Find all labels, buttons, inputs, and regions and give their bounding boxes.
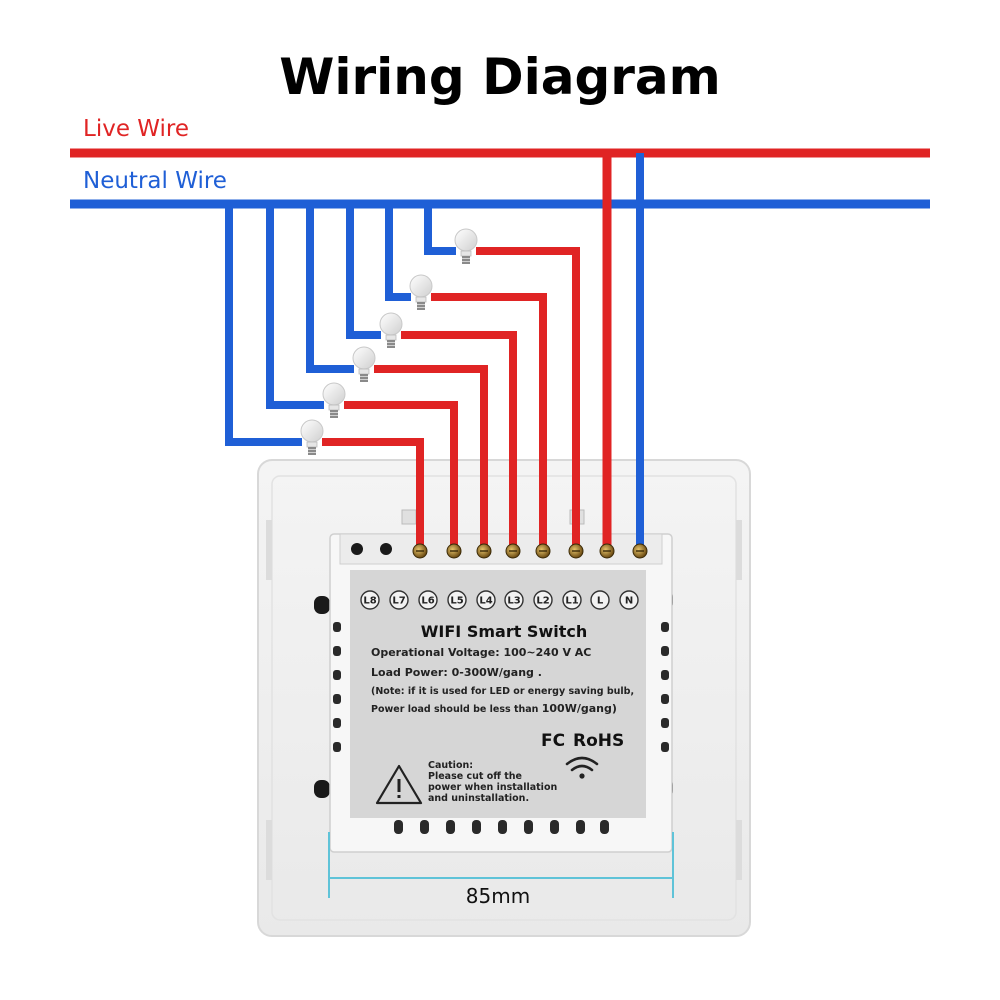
terminal-label-l3: L3 bbox=[504, 590, 524, 610]
neutral-wire-label: Neutral Wire bbox=[83, 168, 227, 194]
terminal-screw bbox=[505, 543, 521, 559]
dimension-label: 85mm bbox=[466, 884, 530, 908]
load-circuit bbox=[424, 204, 580, 548]
light-bulb-icon bbox=[379, 312, 403, 348]
terminal-text: N bbox=[625, 596, 633, 607]
width-dimension: 85mm bbox=[328, 832, 674, 908]
terminal-text: L5 bbox=[450, 596, 463, 607]
terminal-screw bbox=[476, 543, 492, 559]
caution-title: Caution: bbox=[428, 760, 473, 771]
load-circuit bbox=[306, 204, 488, 548]
light-bulb-icon bbox=[300, 419, 324, 455]
rohs-mark: RoHS bbox=[573, 731, 624, 751]
caution-line-2: power when installation bbox=[428, 782, 557, 793]
terminal-label-l5: L5 bbox=[447, 590, 467, 610]
live-wire-label: Live Wire bbox=[83, 116, 189, 142]
caution-line-3: and uninstallation. bbox=[428, 793, 529, 804]
terminal-screw bbox=[412, 543, 428, 559]
terminal-labels: L8 L7 L6 L5 L4 L3 L2 L1 L N bbox=[360, 590, 639, 610]
load-circuits bbox=[225, 204, 580, 548]
load-spec: Load Power: 0-300W/gang . bbox=[371, 666, 542, 679]
terminal-text: L2 bbox=[536, 596, 549, 607]
terminal-label-l8: L8 bbox=[360, 590, 380, 610]
terminal-screw bbox=[535, 543, 551, 559]
terminal-screw bbox=[632, 543, 648, 559]
terminal-label-l7: L7 bbox=[389, 590, 409, 610]
terminal-label-n: N bbox=[619, 590, 639, 610]
terminal-label-l: L bbox=[590, 590, 610, 610]
note-line-2: Power load should be less than 100W/gang… bbox=[371, 702, 617, 715]
terminal-screws bbox=[351, 543, 648, 559]
warning-triangle-icon bbox=[375, 764, 423, 805]
terminal-text: L bbox=[597, 596, 604, 607]
load-circuit bbox=[346, 204, 517, 548]
terminal-label-l2: L2 bbox=[533, 590, 553, 610]
terminal-text: L6 bbox=[421, 596, 434, 607]
terminal-text: L4 bbox=[479, 596, 492, 607]
terminal-screw bbox=[599, 543, 615, 559]
load-circuit bbox=[266, 204, 458, 548]
wifi-icon bbox=[565, 756, 599, 779]
light-bulb-icon bbox=[454, 228, 478, 264]
terminal-label-l4: L4 bbox=[476, 590, 496, 610]
light-bulb-icon bbox=[322, 382, 346, 418]
label-title: WIFI Smart Switch bbox=[421, 622, 587, 641]
note-line-1: (Note: if it is used for LED or energy s… bbox=[371, 686, 634, 697]
load-circuit bbox=[225, 204, 424, 548]
terminal-text: L1 bbox=[565, 596, 578, 607]
voltage-spec: Operational Voltage: 100~240 V AC bbox=[371, 646, 591, 659]
caution-line-1: Please cut off the bbox=[428, 771, 522, 782]
terminal-text: L7 bbox=[392, 596, 405, 607]
light-bulb-icon bbox=[352, 346, 376, 382]
terminal-screw bbox=[568, 543, 584, 559]
load-circuit bbox=[385, 204, 547, 548]
product-label: WIFI Smart Switch Operational Voltage: 1… bbox=[350, 570, 646, 818]
terminal-label-l6: L6 bbox=[418, 590, 438, 610]
page-title: Wiring Diagram bbox=[279, 48, 721, 106]
terminal-screw bbox=[446, 543, 462, 559]
terminal-text: L8 bbox=[363, 596, 376, 607]
fc-mark: FC bbox=[541, 731, 565, 751]
light-bulb-icon bbox=[409, 274, 433, 310]
terminal-text: L3 bbox=[507, 596, 520, 607]
terminal-label-l1: L1 bbox=[562, 590, 582, 610]
